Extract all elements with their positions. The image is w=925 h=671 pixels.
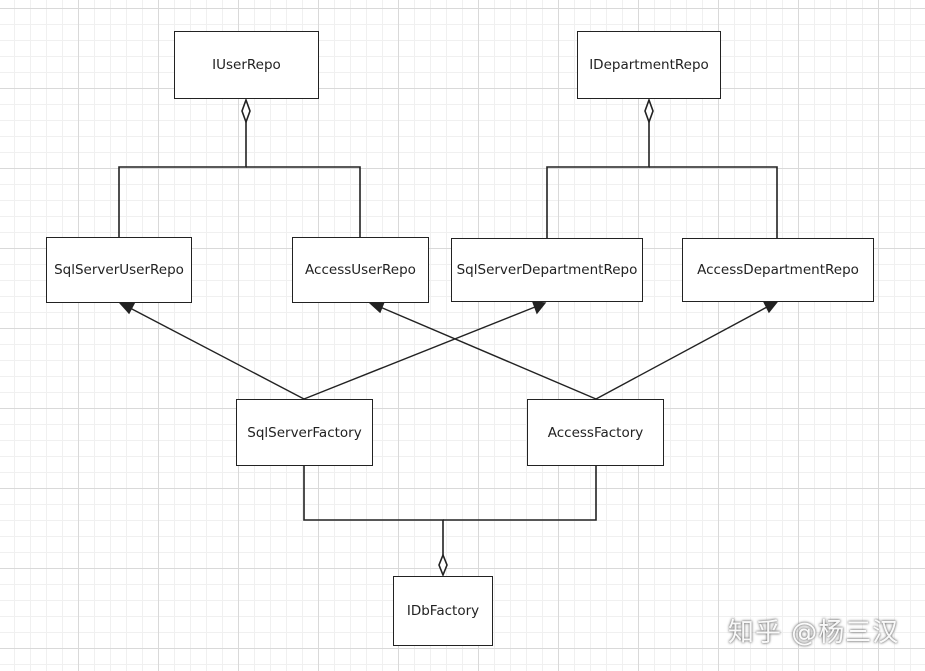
node-idbfactory: IDbFactory — [393, 576, 493, 646]
idepartmentrepo-aggregation-connector — [546, 97, 778, 240]
iuserrepo-aggregation-connector — [118, 97, 361, 238]
node-accessfactory: AccessFactory — [527, 399, 664, 466]
node-accessdepartmentrepo: AccessDepartmentRepo — [682, 238, 874, 302]
node-sqlserveruserrepo: SqlServerUserRepo — [46, 237, 192, 303]
node-idepartmentrepo: IDepartmentRepo — [577, 31, 721, 99]
arrow-accessfactory-to-accessdepartmentrepo — [595, 301, 779, 400]
idbfactory-aggregation-connector — [303, 466, 597, 578]
watermark-text: 知乎 @杨三汉 — [728, 618, 900, 648]
node-accessuserrepo: AccessUserRepo — [292, 237, 429, 303]
node-iuserrepo: IUserRepo — [174, 31, 319, 99]
node-sqlserverfactory: SqlServerFactory — [236, 399, 373, 466]
arrow-sqlserverfactory-to-sqlserverdepartmentrepo — [303, 301, 547, 400]
node-sqlserverdepartmentrepo: SqlServerDepartmentRepo — [451, 238, 643, 302]
arrow-accessfactory-to-accessuserrepo — [368, 301, 597, 400]
arrow-sqlserverfactory-to-sqlserveruserrepo — [118, 302, 305, 400]
